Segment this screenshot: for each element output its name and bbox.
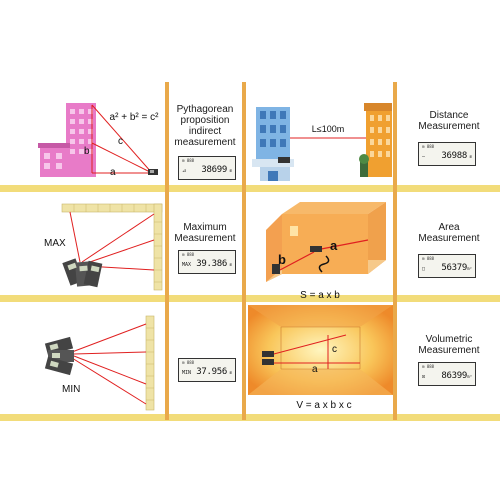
distance-title: Distance Measurement	[398, 110, 500, 132]
volumetric-title: Volumetric Measurement	[398, 334, 500, 356]
wall	[145, 315, 155, 411]
laser-device	[310, 246, 322, 252]
distance-title-1: Distance	[429, 110, 469, 121]
laser-device	[262, 351, 274, 357]
middle-band	[0, 295, 500, 302]
minimum-side-label: MIN	[62, 384, 81, 395]
display-prefix: —	[422, 154, 426, 160]
area-label-a: a	[330, 238, 338, 253]
distance-display: ⊞ 888 — 36988 m	[418, 142, 476, 166]
pythagorean-label-b: b	[84, 146, 90, 157]
display-mini: ⊞ 888	[422, 256, 435, 261]
volumetric-display: ⊞ 888 ⊡ 86399 m³	[418, 362, 476, 386]
pink-low-building	[40, 147, 68, 177]
minimum-display: ⊞ 888 MIN 37.956 m	[178, 358, 236, 382]
divider-right	[393, 82, 397, 420]
maximum-title-1: Maximum	[183, 222, 227, 233]
volumetric-label-c: c	[332, 344, 337, 355]
laser-device-2	[272, 264, 280, 274]
laser-device-2	[262, 359, 274, 365]
area-display: ⊞ 888 □ 56379 m²	[418, 254, 476, 278]
area-title-1: Area	[438, 222, 460, 233]
maximum-illustration	[61, 203, 163, 291]
maximum-title: Maximum Measurement	[172, 222, 238, 244]
display-value: 39.386	[196, 259, 227, 269]
display-mini: ⊞ 888	[422, 364, 435, 369]
wall-top	[61, 203, 163, 213]
display-prefix: MAX	[182, 262, 192, 268]
display-value: 56379	[441, 263, 467, 273]
laser-devices	[62, 258, 103, 288]
display-value: 86399	[441, 371, 467, 381]
pythagorean-title-2: proposition	[180, 115, 230, 126]
room-back-wall	[282, 202, 386, 214]
pythagorean-label-a: a	[110, 167, 116, 178]
pythagorean-title-3: indirect	[188, 126, 222, 137]
divider-left	[165, 82, 169, 420]
area-formula: S = a x b	[300, 290, 340, 301]
display-prefix: MIN	[182, 370, 192, 376]
display-unit: m	[229, 168, 232, 173]
display-mini: ⊞ 888	[182, 360, 195, 365]
minimum-illustration	[44, 315, 155, 411]
pythagorean-display: ⊞ 888 ⊿ 38699 m	[178, 156, 236, 180]
distance-range-label: L≤100m	[311, 124, 345, 134]
display-mini: ⊞ 888	[422, 144, 435, 149]
area-title: Area Measurement	[398, 222, 500, 244]
volumetric-label-a: a	[312, 364, 318, 375]
top-band	[0, 185, 500, 192]
display-unit: m	[229, 370, 232, 375]
maximum-side-label: MAX	[44, 238, 66, 249]
area-illustration	[266, 202, 386, 282]
distance-title-2: Measurement	[418, 121, 480, 132]
area-label-b: b	[278, 252, 286, 267]
pythagorean-title: Pythagorean proposition indirect measure…	[172, 104, 238, 148]
display-mini: ⊞ 888	[182, 158, 195, 163]
display-prefix: ⊡	[422, 374, 426, 380]
divider-middle	[242, 82, 246, 420]
display-prefix: ⊿	[182, 168, 187, 174]
display-unit: m³	[467, 374, 472, 379]
laser-devices	[44, 336, 74, 376]
maximum-display: ⊞ 888 MAX 39.386 m	[178, 250, 236, 274]
area-s-symbol	[318, 255, 330, 273]
display-mini: ⊞ 888	[182, 252, 195, 257]
wall-side	[153, 203, 163, 291]
volumetric-formula: V = a x b x c	[296, 400, 352, 411]
room-front	[282, 214, 368, 274]
display-value: 38699	[201, 165, 227, 175]
pythagorean-illustration	[38, 103, 158, 177]
laser-device	[278, 157, 290, 163]
display-prefix: □	[422, 266, 426, 272]
bottom-band	[0, 414, 500, 421]
display-unit: m	[469, 154, 472, 159]
pythagorean-title-1: Pythagorean	[176, 104, 234, 115]
volumetric-title-1: Volumetric	[425, 334, 473, 345]
display-value: 36988	[441, 151, 467, 161]
volumetric-title-2: Measurement	[418, 345, 480, 356]
area-title-2: Measurement	[418, 233, 480, 244]
display-unit: m²	[467, 266, 472, 271]
distance-illustration	[252, 103, 392, 181]
maximum-title-2: Measurement	[174, 233, 236, 244]
display-value: 37.956	[196, 367, 227, 377]
room-right-wall	[368, 202, 386, 274]
display-unit: m	[229, 262, 232, 267]
pythagorean-formula: a² + b² = c²	[109, 112, 159, 123]
pythagorean-label-c: c	[118, 136, 123, 147]
pythagorean-title-4: measurement	[174, 137, 236, 148]
volumetric-illustration	[248, 305, 393, 395]
